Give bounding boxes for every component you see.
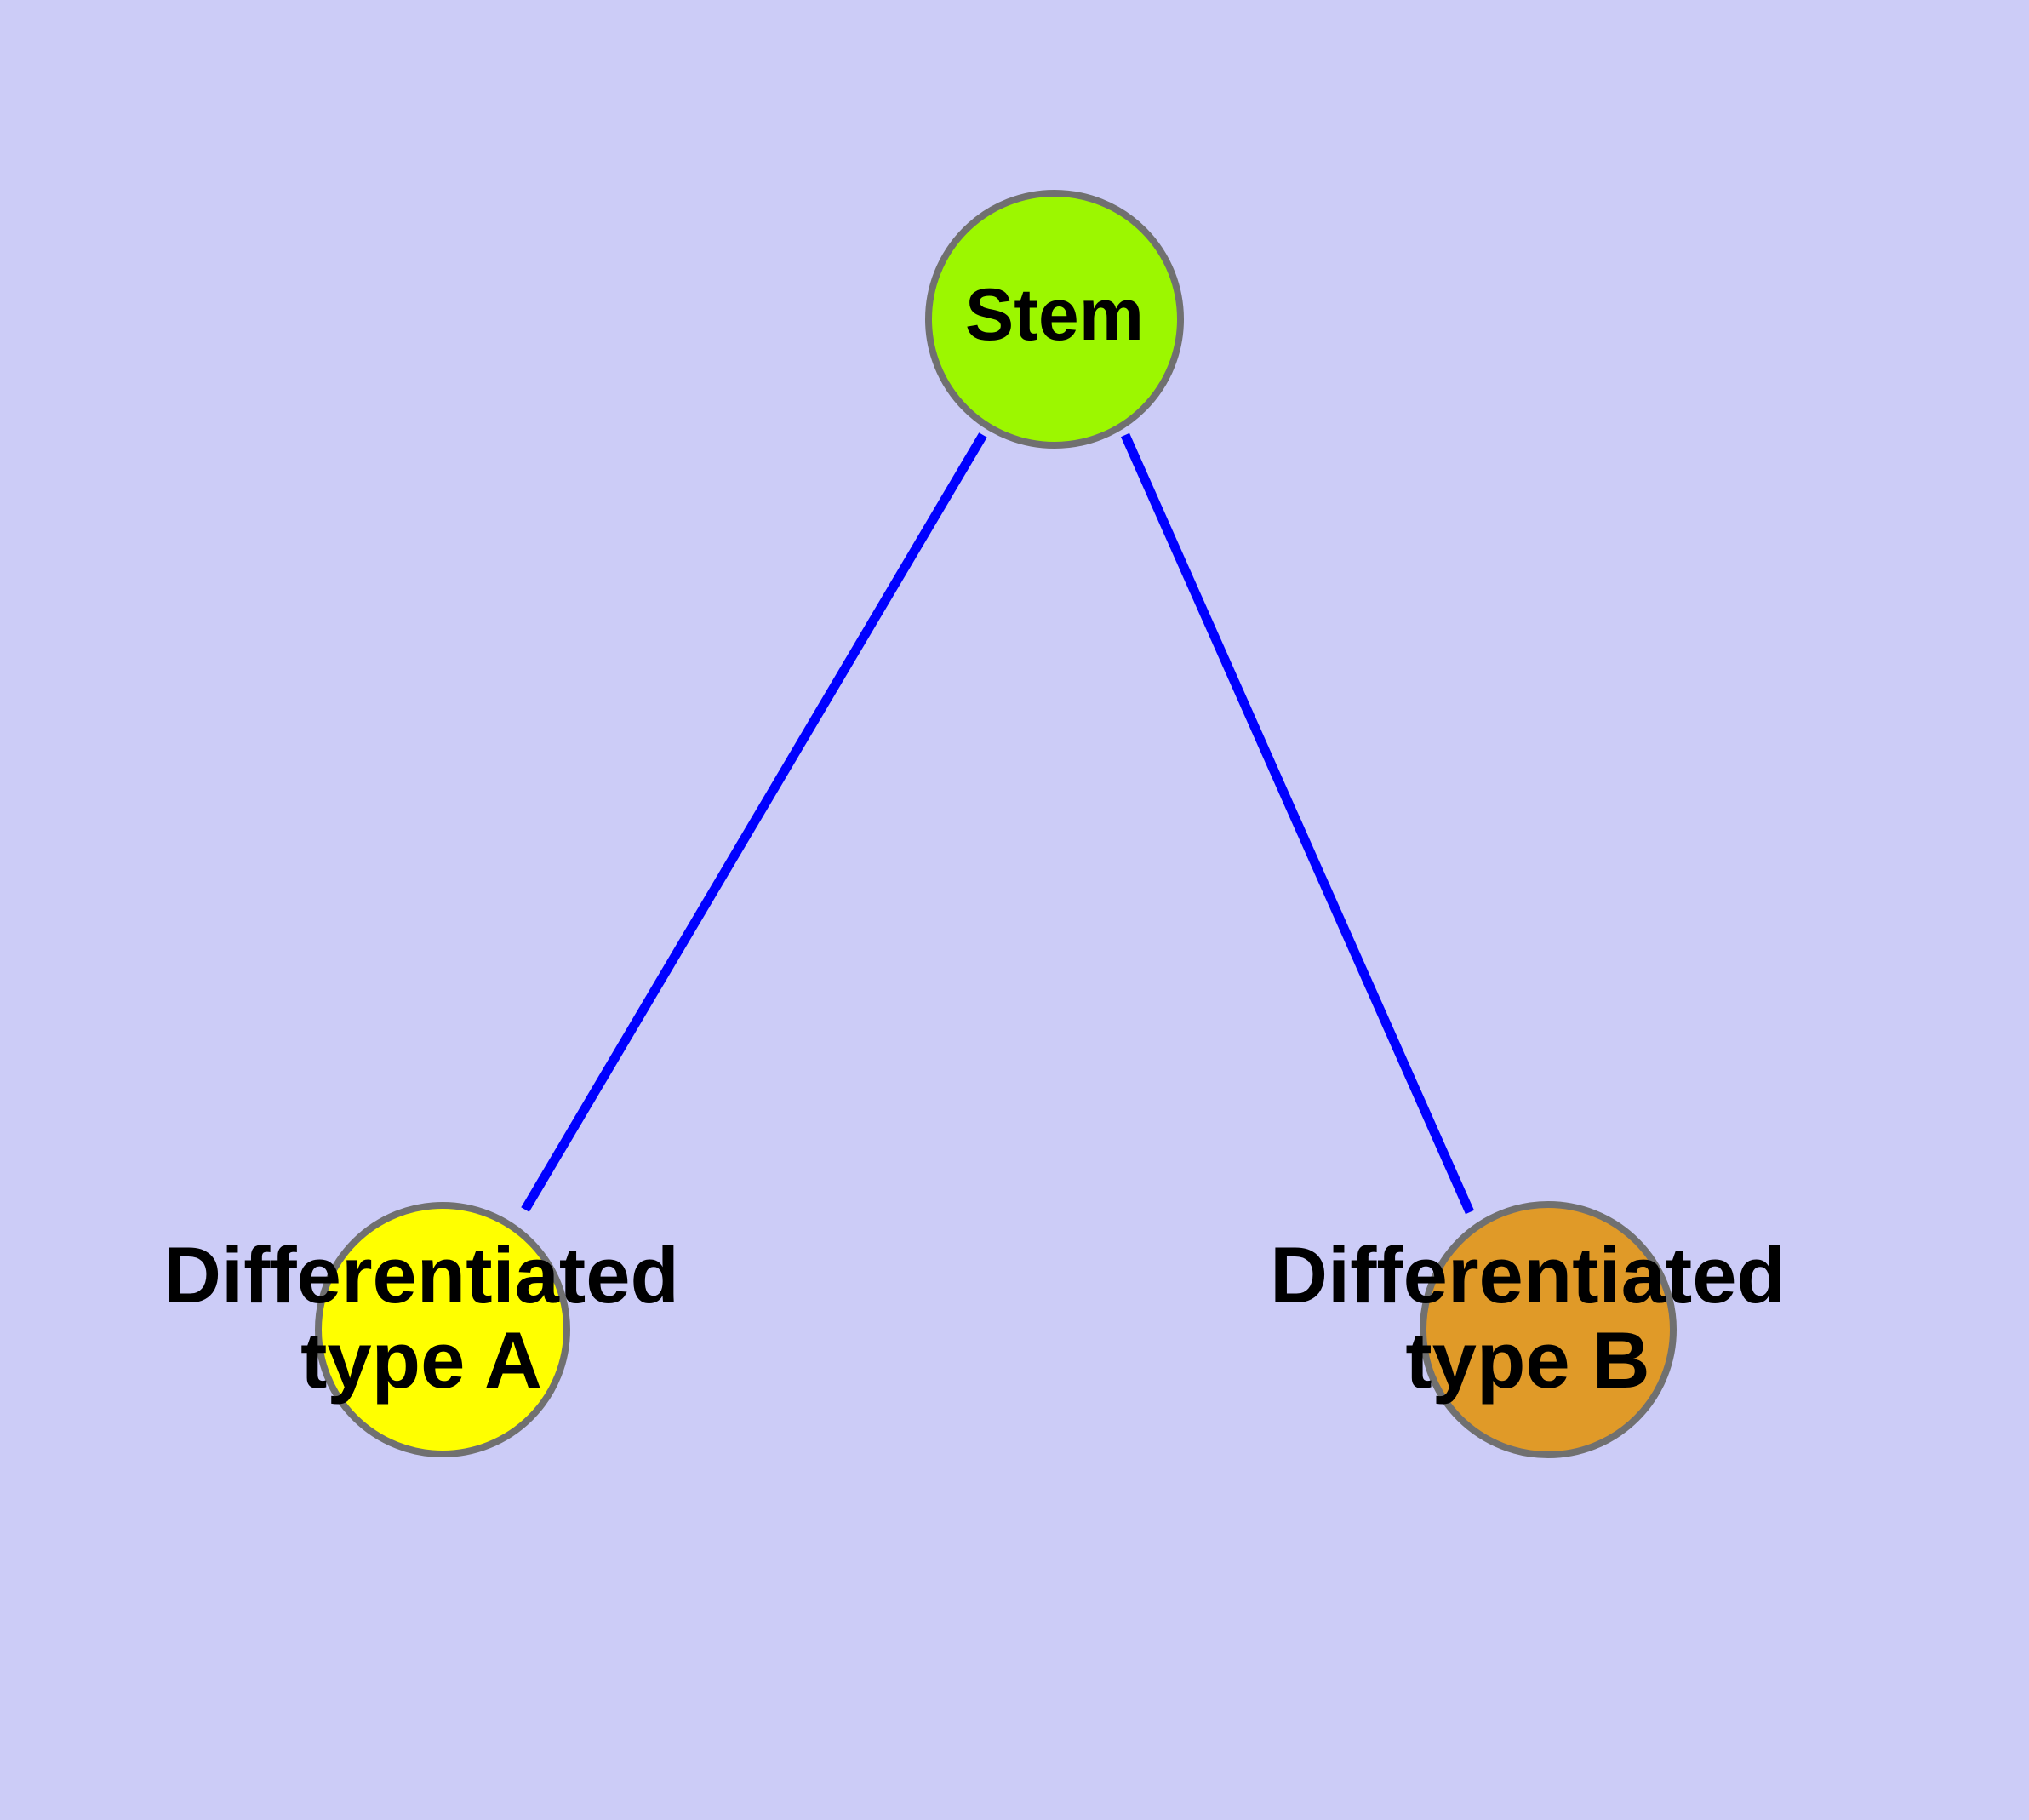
node-diff-b-label-line1: Differentiated xyxy=(1270,1230,1786,1319)
node-stem-circle[interactable] xyxy=(925,190,1184,449)
edge-stem-to-diff-a[interactable] xyxy=(521,432,987,1212)
node-stem-label-line1: Stem xyxy=(964,274,1145,356)
node-diff-a-label-line1: Differentiated xyxy=(163,1230,679,1319)
node-layer xyxy=(315,190,1677,1458)
edge-stem-to-diff-b[interactable] xyxy=(1120,432,1475,1215)
node-diff-b-circle[interactable] xyxy=(1420,1201,1677,1458)
node-diff-a-circle[interactable] xyxy=(315,1202,570,1457)
edge-layer xyxy=(521,432,1475,1215)
node-diff-b-label-line2: type B xyxy=(1405,1314,1650,1405)
node-diff-a-label-line2: type A xyxy=(300,1314,542,1405)
node-stem-label: Stem xyxy=(799,274,1310,356)
